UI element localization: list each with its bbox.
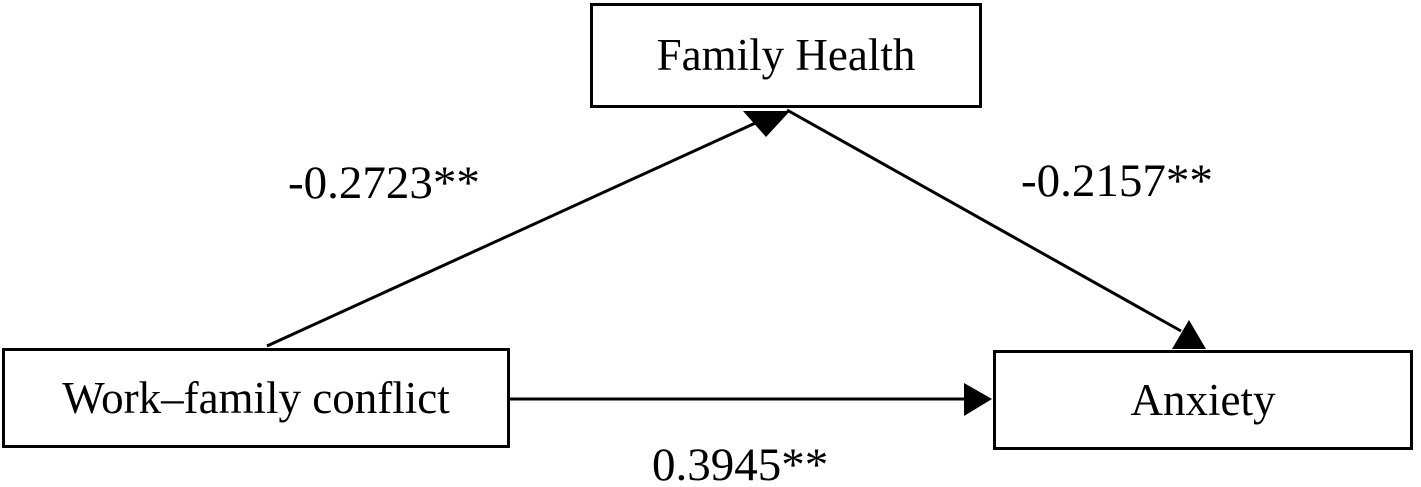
node-family-health: Family Health: [590, 3, 982, 108]
node-work-family-conflict: Work–family conflict: [2, 348, 510, 448]
node-anxiety-label: Anxiety: [1130, 374, 1276, 425]
edge-coefficient-wfc-to-anxiety: 0.3945**: [652, 439, 829, 487]
edge-coefficient-family-health-to-anxiety: -0.2157**: [1021, 155, 1213, 207]
arrow-line-wfc-to-family-health: [266, 118, 763, 348]
arrowhead-wfc-to-anxiety-icon: [964, 383, 992, 416]
node-family-health-label: Family Health: [656, 30, 916, 80]
edge-coefficient-wfc-to-family-health: -0.2723**: [288, 157, 480, 209]
arrow-line-family-health-to-anxiety: [786, 108, 1182, 333]
arrowhead-family-health-to-anxiety-icon: [1172, 320, 1206, 349]
arrowhead-wfc-to-family-health-icon: [743, 111, 790, 137]
node-anxiety: Anxiety: [993, 350, 1413, 450]
node-work-family-conflict-label: Work–family conflict: [62, 372, 450, 423]
